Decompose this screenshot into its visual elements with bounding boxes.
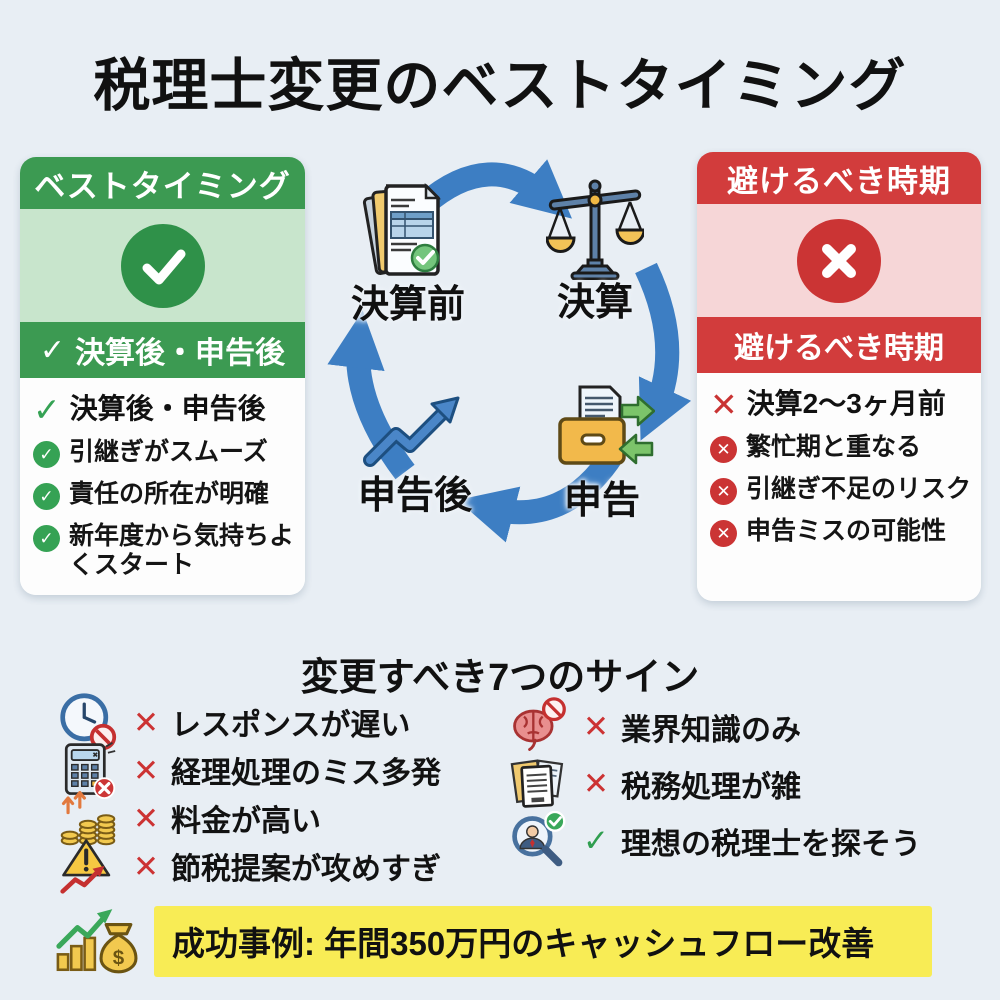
cross-icon: ✕ bbox=[133, 800, 159, 836]
cross-circle-icon bbox=[797, 218, 881, 303]
check-icon: ✓ bbox=[33, 391, 61, 428]
cross-icon: ✕ bbox=[710, 386, 738, 423]
clock-prohibited-icon bbox=[60, 693, 117, 751]
sign-item: ✕ 経理処理のミス多発 bbox=[55, 742, 505, 799]
cycle-arrows-icon bbox=[327, 159, 692, 543]
cycle-stage-pre-settlement: 決算前 bbox=[328, 180, 488, 324]
cross-icon: ✕ bbox=[133, 752, 159, 788]
check-icon: ✓ bbox=[39, 333, 66, 367]
list-item: ✓ 引継ぎがスムーズ bbox=[33, 438, 295, 468]
warning-zigzag-icon bbox=[60, 839, 111, 894]
list-item-label: 決算後・申告後 bbox=[69, 393, 266, 424]
avoid-panel-list: ✕ 決算2〜3ヶ月前 ✕ 繁忙期と重なる ✕ 引継ぎ不足のリスク ✕ 申告ミスの… bbox=[697, 373, 981, 601]
brain-prohibited-icon bbox=[513, 696, 566, 751]
cycle-stage-label: 決算 bbox=[556, 282, 633, 324]
cycle-stage-filing: 申告 bbox=[522, 383, 682, 520]
sign-item: ✕ 税務処理が雑 bbox=[505, 755, 980, 812]
check-icon bbox=[142, 249, 185, 284]
best-panel-hero bbox=[20, 209, 305, 322]
check-badge-icon: ✓ bbox=[33, 441, 60, 468]
list-item-label: 責任の所在が明確 bbox=[69, 480, 270, 508]
rising-coins-icon bbox=[60, 791, 116, 846]
list-item: ✓ 決算後・申告後 bbox=[33, 393, 295, 426]
best-panel-band-label: 決算後・申告後 bbox=[75, 337, 286, 370]
list-item: ✕ 申告ミスの可能性 bbox=[710, 517, 971, 547]
sign-label: 料金が高い bbox=[170, 805, 321, 838]
list-item-label: 繁忙期と重なる bbox=[746, 433, 922, 461]
cross-icon bbox=[822, 243, 856, 278]
avoid-panel-hero bbox=[697, 204, 981, 317]
sign-label: 節税提案が攻めすぎ bbox=[170, 853, 441, 886]
sign-item: ✕ 料金が高い bbox=[55, 791, 505, 846]
check-circle-icon bbox=[120, 223, 205, 308]
sign-label: 理想の税理士を探そう bbox=[620, 827, 921, 861]
list-item: ✓ 新年度から気持ちよくスタート bbox=[33, 522, 295, 580]
svg-text:$: $ bbox=[113, 947, 125, 970]
list-item-label: 引継ぎがスムーズ bbox=[69, 438, 268, 466]
avoid-period-panel: 避けるべき時期 避けるべき時期 ✕ 決算2〜3ヶ月前 ✕ 繁忙期と重なる ✕ 引… bbox=[697, 152, 981, 601]
best-timing-panel: ベストタイミング ✓ 決算後・申告後 ✓ 決算後・申告後 ✓ 引継ぎがスムーズ … bbox=[20, 157, 305, 595]
balance-scale-icon bbox=[546, 179, 644, 280]
signs-left-column: ✕ レスポンスが遅い bbox=[55, 693, 505, 894]
success-banner-row: $ 成功事例: 年間350万円のキャッシュフロー改善 bbox=[52, 903, 932, 979]
page-title: 税理士変更のベストタイミング bbox=[93, 54, 907, 118]
avoid-panel-band: 避けるべき時期 bbox=[697, 317, 981, 373]
cycle-stage-label: 申告 bbox=[563, 480, 640, 522]
cycle-stage-after-filing: 申告後 bbox=[335, 388, 495, 515]
list-item-label: 決算2〜3ヶ月前 bbox=[746, 388, 946, 419]
best-panel-list: ✓ 決算後・申告後 ✓ 引継ぎがスムーズ ✓ 責任の所在が明確 ✓ 新年度から気… bbox=[20, 378, 305, 595]
cycle-stage-settlement: 決算 bbox=[515, 178, 675, 322]
cross-icon: ✕ bbox=[583, 766, 609, 801]
list-item: ✓ 責任の所在が明確 bbox=[33, 480, 295, 510]
folder-exchange-icon bbox=[557, 385, 655, 465]
success-banner: 成功事例: 年間350万円のキャッシュフロー改善 bbox=[154, 905, 932, 977]
cycle-stage-label: 決算前 bbox=[350, 284, 465, 326]
documents-check-icon bbox=[362, 182, 442, 276]
timing-cycle-diagram: 決算前 決算 bbox=[310, 140, 700, 570]
sign-label: 業界知識のみ bbox=[620, 713, 801, 747]
cross-badge-icon: ✕ bbox=[710, 478, 737, 505]
cross-icon: ✕ bbox=[133, 704, 159, 740]
cycle-stage-label: 申告後 bbox=[357, 475, 472, 517]
sign-item: ✕ 業界知識のみ bbox=[505, 696, 980, 755]
check-icon: ✓ bbox=[583, 823, 609, 858]
sign-item: ✕ レスポンスが遅い bbox=[55, 693, 505, 751]
list-item-label: 引継ぎ不足のリスク bbox=[746, 475, 972, 503]
check-badge-icon: ✓ bbox=[33, 483, 60, 510]
signs-grid: ✕ レスポンスが遅い bbox=[55, 693, 980, 894]
messy-documents-icon bbox=[510, 758, 564, 808]
signs-right-column: ✕ 業界知識のみ bbox=[505, 696, 980, 890]
search-accountant-icon bbox=[512, 810, 566, 866]
cross-icon: ✕ bbox=[133, 848, 159, 884]
best-panel-band: ✓ 決算後・申告後 bbox=[20, 322, 305, 378]
avoid-panel-band-label: 避けるべき時期 bbox=[734, 332, 944, 365]
cross-badge-icon: ✕ bbox=[710, 520, 737, 547]
signs-section-title: 変更すべき7つのサイン bbox=[300, 657, 700, 699]
list-item: ✕ 決算2〜3ヶ月前 bbox=[710, 388, 971, 421]
cross-badge-icon: ✕ bbox=[710, 436, 737, 463]
list-item-label: 新年度から気持ちよくスタート bbox=[69, 522, 295, 579]
sign-item: ✕ 節税提案が攻めすぎ bbox=[55, 839, 505, 894]
sign-label: 税務処理が雑 bbox=[620, 770, 801, 804]
growth-arrow-icon bbox=[363, 396, 460, 467]
list-item-label: 申告ミスの可能性 bbox=[746, 517, 947, 545]
sign-item: ✓ 理想の税理士を探そう bbox=[505, 810, 980, 869]
avoid-panel-header: 避けるべき時期 bbox=[697, 152, 981, 204]
list-item: ✕ 繁忙期と重なる bbox=[710, 433, 971, 463]
cross-icon: ✕ bbox=[583, 709, 609, 744]
calculator-error-icon bbox=[64, 742, 116, 799]
sign-label: レスポンスが遅い bbox=[170, 709, 411, 742]
chart-moneybag-icon: $ bbox=[56, 909, 138, 974]
check-badge-icon: ✓ bbox=[33, 525, 60, 552]
list-item: ✕ 引継ぎ不足のリスク bbox=[710, 475, 971, 505]
best-panel-header: ベストタイミング bbox=[20, 157, 305, 209]
sign-label: 経理処理のミス多発 bbox=[170, 757, 441, 790]
